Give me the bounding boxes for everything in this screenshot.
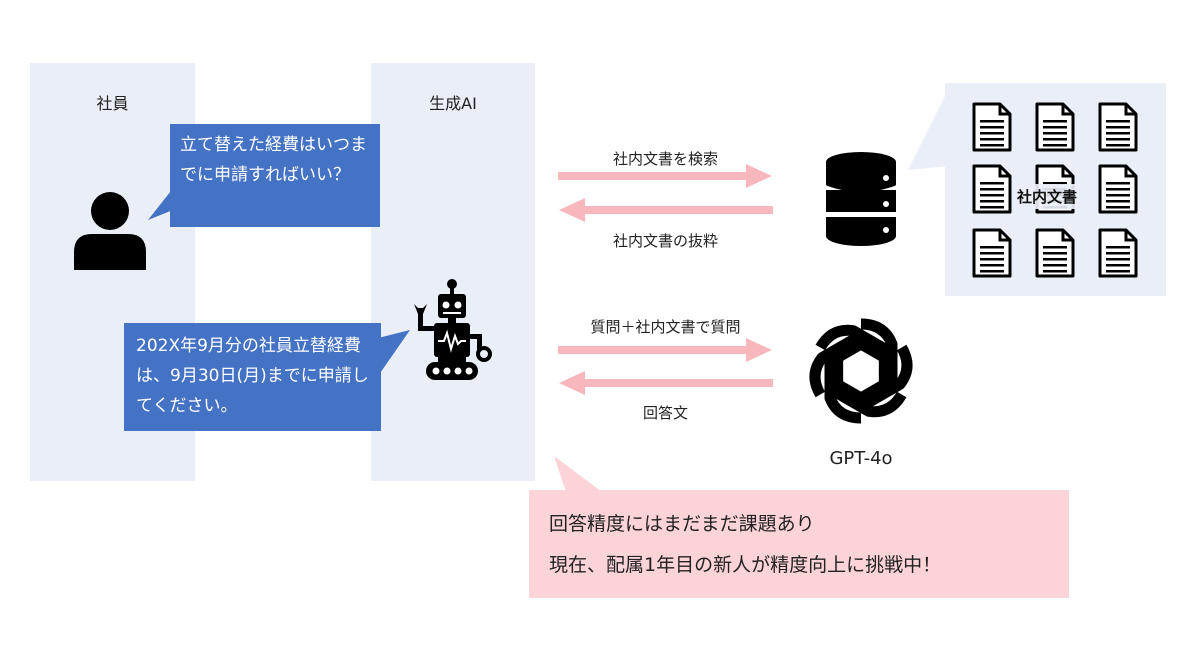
reply-arrow — [559, 371, 773, 395]
answer-bubble-tail — [378, 330, 410, 376]
reply-label: 回答文 — [642, 404, 688, 422]
ai-lane — [371, 63, 535, 481]
docs-callout-tail — [908, 86, 950, 170]
openai-logo-icon — [809, 318, 913, 424]
docs-label: 社内文書 — [1013, 184, 1082, 209]
employee-lane-title: 社員 — [96, 94, 129, 113]
model-name: GPT-4o — [829, 448, 893, 469]
search-label: 社内文書を検索 — [612, 150, 718, 168]
ai-lane-title: 生成AI — [429, 94, 477, 113]
search-arrow — [558, 164, 772, 188]
query-arrow — [558, 338, 772, 362]
database-icon — [826, 152, 896, 246]
answer-bubble: 202X年9月分の社員立替経費は、9月30日(月)までに申請してください。 — [124, 323, 381, 431]
document-icon — [972, 102, 1012, 152]
query-label: 質問＋社内文書で質問 — [590, 318, 741, 336]
extract-label: 社内文書の抜粋 — [612, 232, 718, 250]
document-icon — [1035, 102, 1075, 152]
person-icon — [74, 192, 146, 270]
document-icon — [1098, 164, 1138, 214]
document-icon — [1098, 228, 1138, 278]
document-icon — [1035, 228, 1075, 278]
note-callout-tail — [554, 456, 602, 492]
note-callout: 回答精度にはまだまだ課題あり 現在、配属1年目の新人が精度向上に挑戦中！ — [529, 490, 1069, 598]
note-line-2: 現在、配属1年目の新人が精度向上に挑戦中！ — [549, 554, 942, 576]
question-bubble: 立て替えた経費はいつまでに申請すればいい？ — [170, 124, 380, 227]
document-icon — [972, 228, 1012, 278]
extract-arrow — [559, 198, 773, 222]
document-icon — [1098, 102, 1138, 152]
robot-icon — [414, 279, 492, 380]
document-icon — [972, 164, 1012, 214]
note-line-1: 回答精度にはまだまだ課題あり — [549, 513, 815, 535]
